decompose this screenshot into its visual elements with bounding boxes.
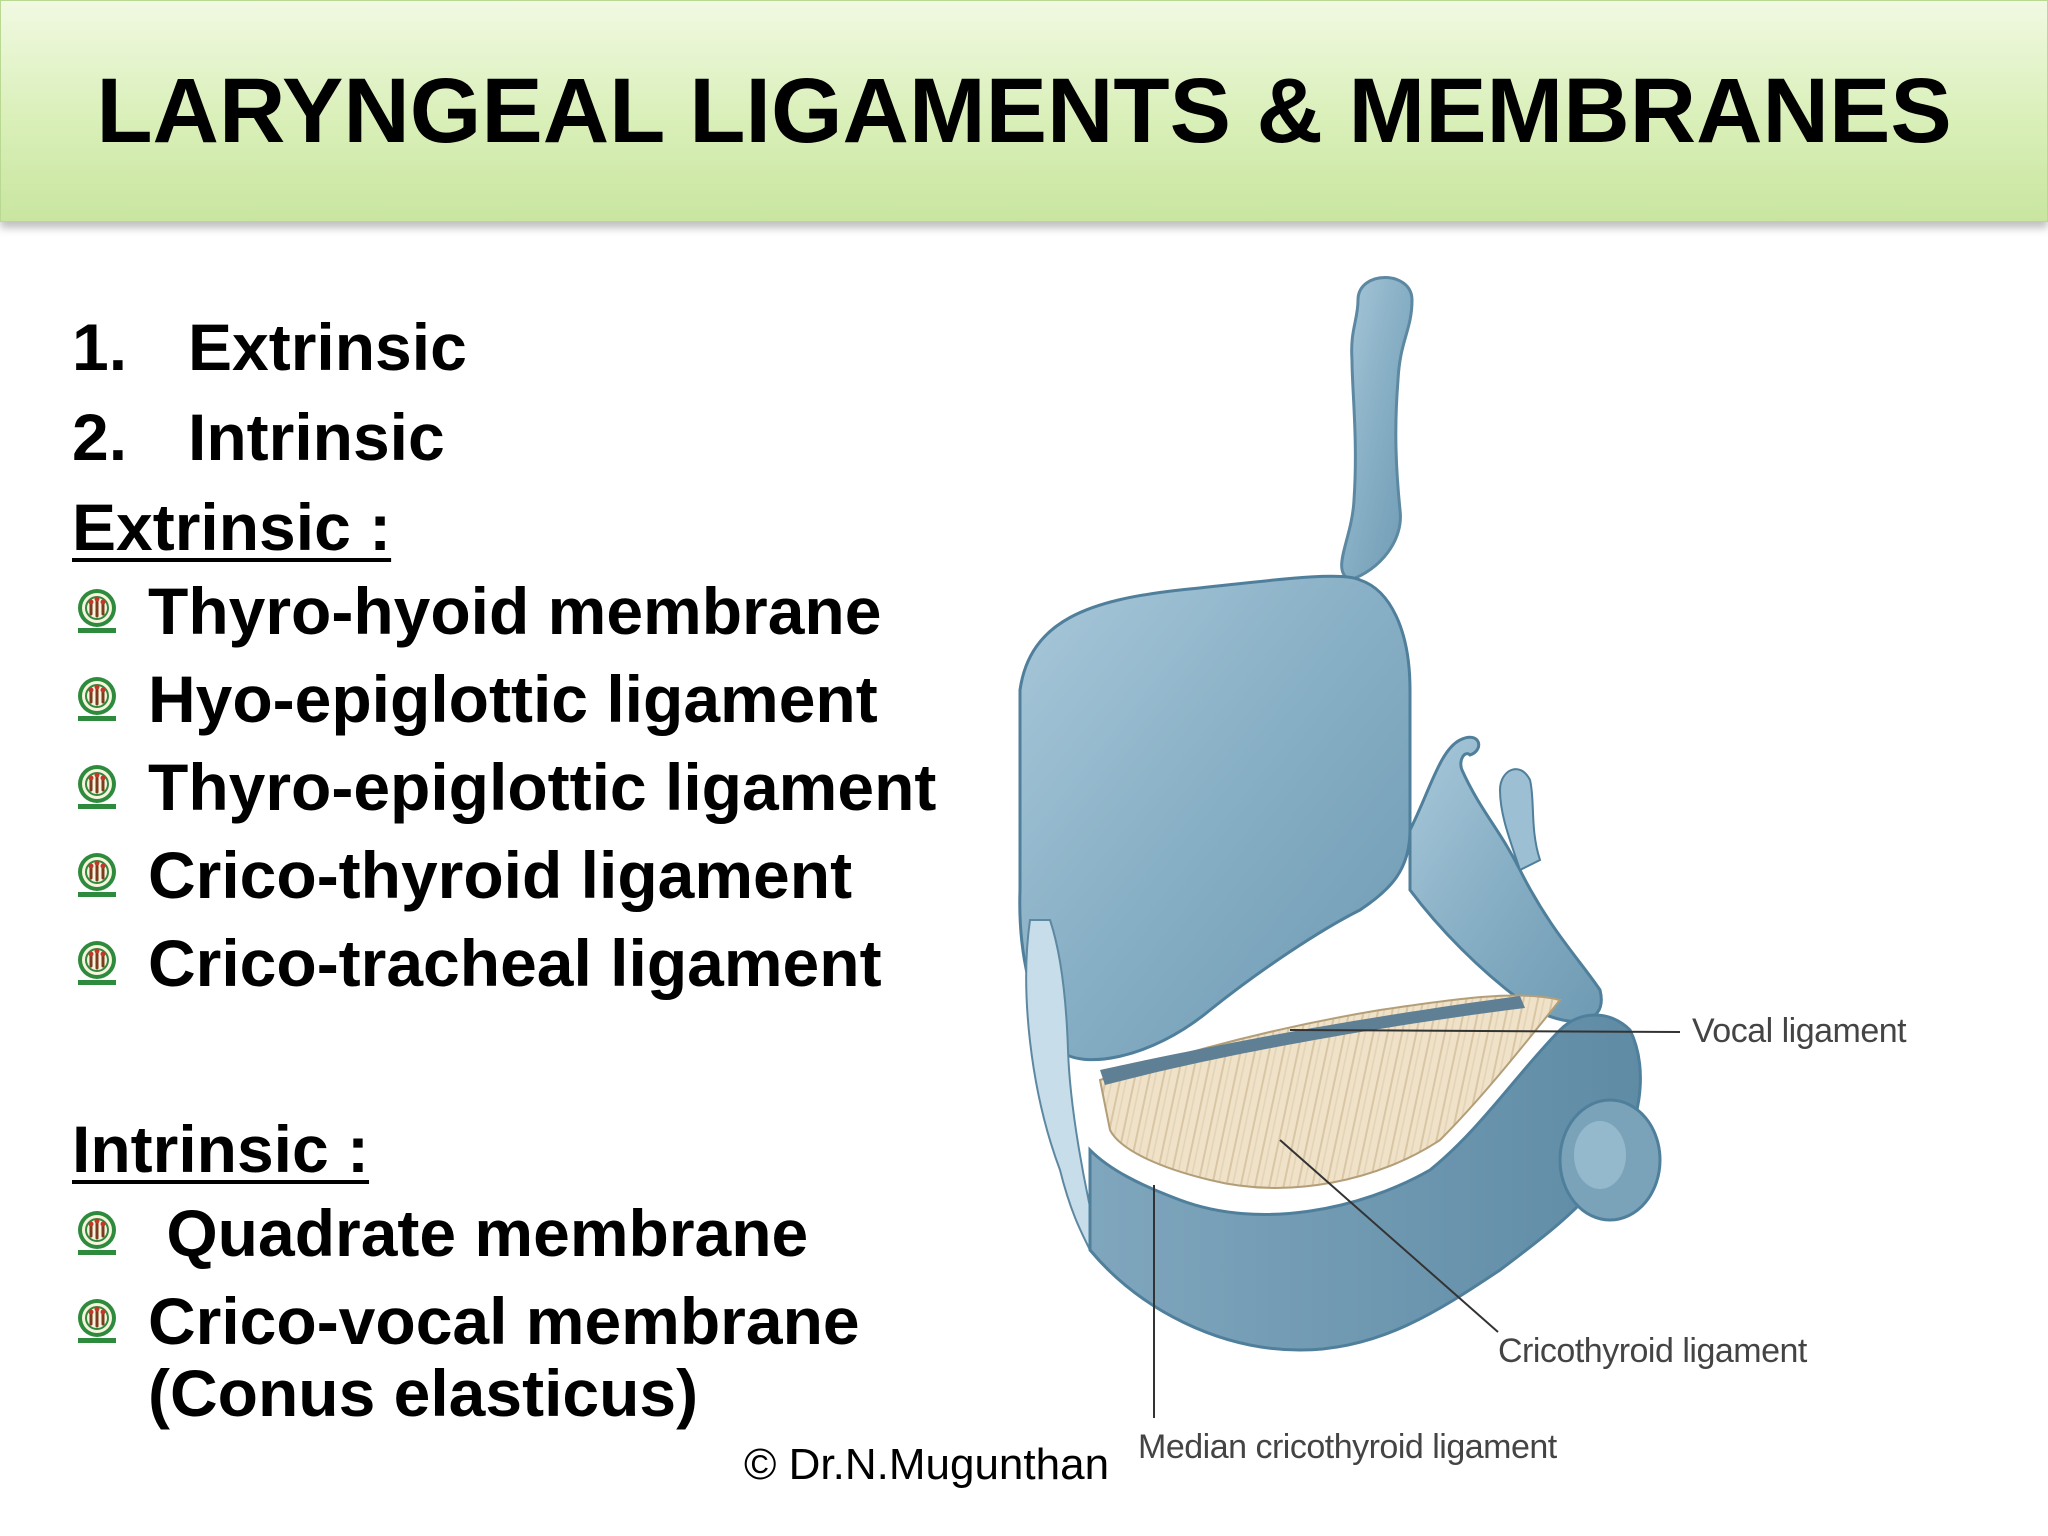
extrinsic-item: Thyro-epiglottic ligament: [72, 754, 936, 820]
cricothyroid-membrane-shape: [1098, 994, 1562, 1189]
extrinsic-heading: Extrinsic :: [72, 490, 392, 564]
extrinsic-item: Crico-tracheal ligament: [72, 930, 882, 996]
larynx-figure: Vocal ligament Cricothyroid ligament Med…: [960, 270, 2048, 1500]
type-item-intrinsic: 2.Intrinsic: [72, 400, 445, 474]
slide-title: LARYNGEAL LIGAMENTS & MEMBRANES: [96, 59, 1952, 162]
emblem-bullet-icon: [72, 938, 122, 988]
thyroid-lamina-shape: [1018, 574, 1412, 1062]
copyright-text: © Dr.N.Mugunthan: [744, 1440, 1110, 1489]
cricoid-shape: [1088, 1013, 1642, 1352]
intrinsic-item: Crico-vocal membrane: [72, 1288, 860, 1354]
title-bar: LARYNGEAL LIGAMENTS & MEMBRANES: [0, 0, 2048, 222]
emblem-bullet-icon: [72, 674, 122, 724]
emblem-bullet-icon: [72, 762, 122, 812]
extrinsic-item: Crico-thyroid ligament: [72, 842, 852, 908]
emblem-bullet-icon: [72, 586, 122, 636]
corniculate-shape: [1498, 768, 1542, 872]
larynx-illustration: [1018, 276, 1681, 1418]
type-item-extrinsic: 1.Extrinsic: [72, 310, 467, 384]
median-cricothyroid-ligament-label: Median cricothyroid ligament: [1138, 1428, 1557, 1466]
extrinsic-item: Thyro-hyoid membrane: [72, 578, 881, 644]
emblem-bullet-icon: [72, 1296, 122, 1346]
intrinsic-heading: Intrinsic :: [72, 1112, 370, 1186]
epiglottis-shape: [1340, 276, 1414, 582]
vocal-ligament-label: Vocal ligament: [1692, 1012, 1907, 1050]
intrinsic-item-continuation: (Conus elasticus): [148, 1356, 699, 1430]
intrinsic-item: Quadrate membrane: [72, 1200, 808, 1266]
extrinsic-item: Hyo-epiglottic ligament: [72, 666, 878, 732]
emblem-bullet-icon: [72, 850, 122, 900]
emblem-bullet-icon: [72, 1208, 122, 1258]
vocal-ligament-shape: [1100, 996, 1525, 1085]
cricothyroid-ligament-label: Cricothyroid ligament: [1498, 1332, 1807, 1370]
